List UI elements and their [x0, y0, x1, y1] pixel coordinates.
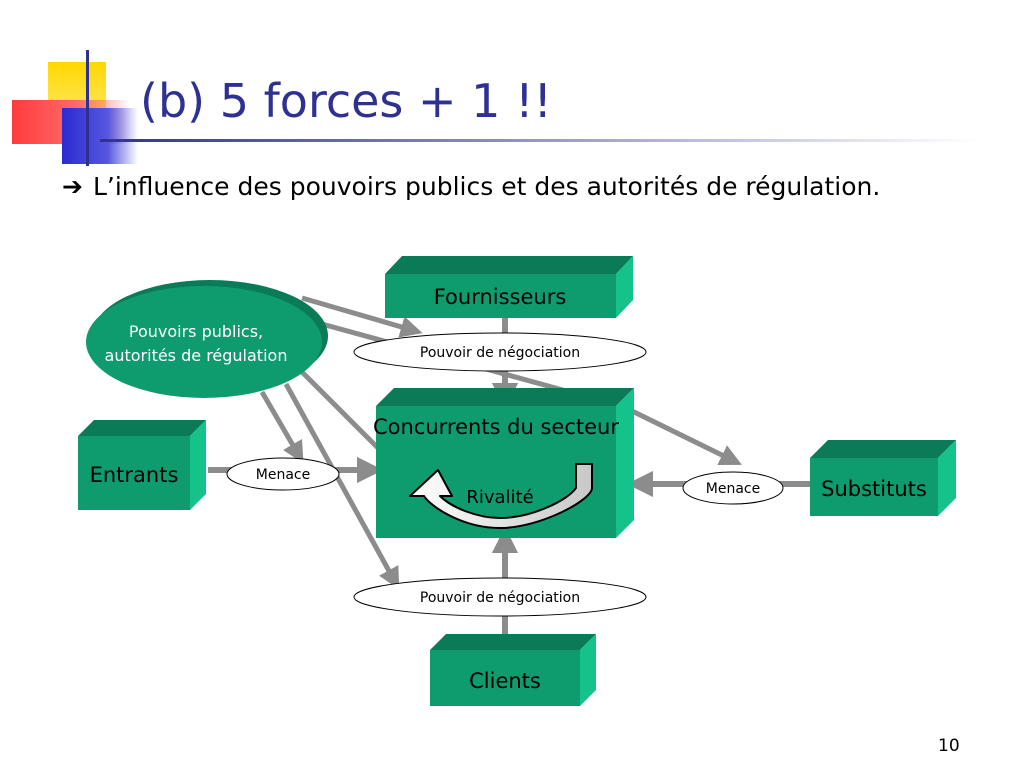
- competitors-label: Concurrents du secteur: [373, 415, 619, 439]
- arrow-right-icon: ➔: [62, 172, 83, 201]
- arrow-gov-to-substitutes-2: [628, 407, 742, 466]
- slide-title: (b) 5 forces + 1 !!: [140, 74, 552, 128]
- arrow-gov-to-suppliers: [301, 295, 423, 338]
- threat-oval-left: Menace: [226, 457, 340, 491]
- competitors-box: Concurrents du secteur Rivalité: [373, 388, 634, 538]
- page-number: 10: [938, 736, 960, 756]
- rivalry-cycle-icon: [409, 463, 593, 529]
- government-label-line2: autorités de régulation: [105, 346, 288, 365]
- government-label-line1: Pouvoirs publics,: [129, 322, 263, 341]
- clients-label: Clients: [469, 669, 541, 693]
- threat-oval-right: Menace: [682, 471, 784, 505]
- title-underline: [100, 139, 980, 142]
- bullet-text: L’influence des pouvoirs publics et des …: [92, 172, 881, 201]
- bargaining-bottom-label: Pouvoir de négociation: [420, 590, 580, 606]
- bullet-line: ➔ L’influence des pouvoirs publics et des…: [62, 172, 880, 201]
- suppliers-box: Fournisseurs: [385, 256, 633, 318]
- arrow-gov-to-clients: [283, 382, 400, 590]
- bargaining-oval-top: Pouvoir de négociation: [353, 332, 647, 372]
- rivalry-label: Rivalité: [466, 487, 533, 508]
- bargaining-top-label: Pouvoir de négociation: [420, 345, 580, 361]
- suppliers-label: Fournisseurs: [434, 285, 567, 309]
- entrants-label: Entrants: [90, 463, 179, 487]
- deco-blue-square: [62, 108, 138, 164]
- substitutes-label: Substituts: [821, 477, 927, 501]
- arrow-gov-to-entrants: [259, 390, 304, 464]
- substitutes-box: Substituts: [810, 440, 956, 516]
- threat-right-label: Menace: [706, 481, 760, 497]
- clients-box: Clients: [430, 634, 596, 706]
- deco-vertical-line: [86, 50, 89, 166]
- threat-left-label: Menace: [256, 467, 310, 483]
- entrants-box: Entrants: [78, 420, 206, 510]
- bargaining-oval-bottom: Pouvoir de négociation: [353, 577, 647, 617]
- government-node: Pouvoirs publics, autorités de régulatio…: [86, 280, 328, 398]
